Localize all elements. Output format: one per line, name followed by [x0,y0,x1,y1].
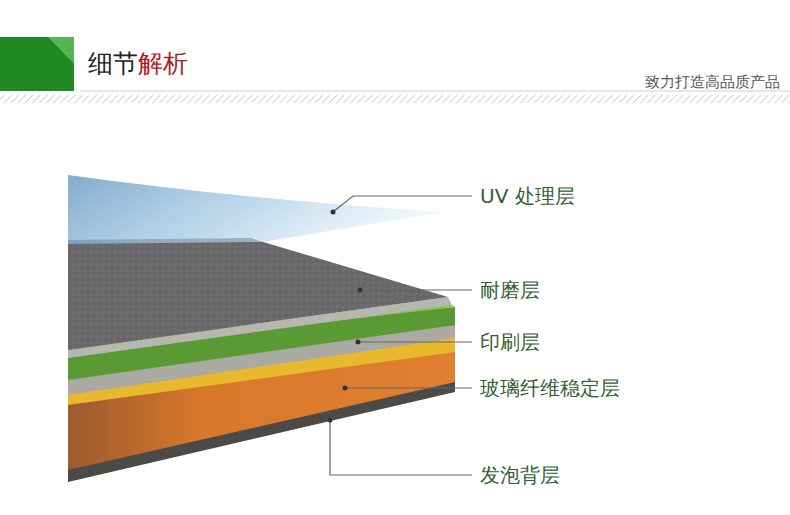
hatched-band [0,95,790,103]
callout-label: 玻璃纤维稳定层 [480,376,620,400]
callout-label: 耐磨层 [480,278,540,302]
uv-layer [68,175,445,244]
callout-label: 印刷层 [480,330,540,354]
leader-dots [328,210,363,423]
title-part: 细节 [88,49,138,79]
slogan: 致力打造高品质产品 [645,73,780,91]
wear-layer [68,238,448,350]
leader-lines [330,196,472,475]
title-part: 解析 [138,49,188,79]
header-badge [0,37,74,91]
callout-label: 发泡背层 [480,463,560,487]
callout-label: UV 处理层 [480,184,575,208]
